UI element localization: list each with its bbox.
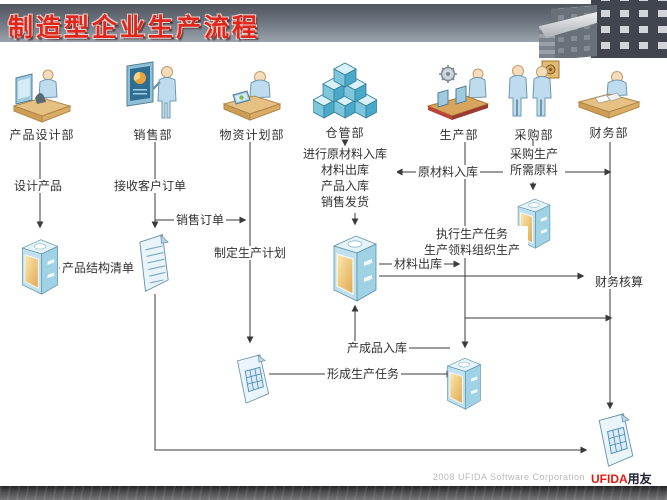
label-design-product: 设计产品 <box>12 179 65 193</box>
label-finished-product-in: 产成品入库 <box>345 341 410 355</box>
product-design-icon <box>12 69 72 123</box>
dept-label: 产品设计部 <box>9 128 75 142</box>
building-image-right <box>591 0 667 58</box>
dept-sales: 销售部 <box>111 60 195 143</box>
bottom-photo-strip <box>0 486 667 500</box>
label-form-task: 形成生产任务 <box>325 367 402 381</box>
sales-order-doc-icon <box>139 234 169 292</box>
dept-label: 物资计划部 <box>219 128 285 142</box>
building-photo <box>539 0 667 58</box>
purchasing-icon <box>508 60 560 117</box>
production-icon <box>426 65 490 120</box>
dept-label: 仓管部 <box>325 126 365 140</box>
dept-production: 生产部 <box>417 60 501 143</box>
production-plan-doc-icon <box>236 354 270 404</box>
label-sales-order: 销售订单 <box>174 213 227 227</box>
ufida-logo: UFIDA用友 <box>591 470 652 487</box>
sales-icon <box>126 61 177 119</box>
warehouse-box-icon <box>333 235 377 302</box>
ufida-logo-en: UFIDA <box>591 472 628 486</box>
dept-label: 生产部 <box>439 128 479 142</box>
warehouse-icon <box>313 62 377 119</box>
dept-warehouse: 仓管部 <box>303 60 387 141</box>
dept-label: 采购部 <box>514 128 554 142</box>
label-financial-accounting: 财务核算 <box>593 275 646 289</box>
finance-icon <box>577 71 641 119</box>
label-raw-material-in: 原材料入库 <box>416 165 481 179</box>
dept-finance: 财务部 <box>567 60 651 141</box>
page-title: 制造型企业生产流程 <box>8 14 261 42</box>
ufida-logo-cn: 用友 <box>627 472 652 486</box>
label-warehouse-operations: 进行原材料入库 材料出库 产品入库 销售发货 <box>293 146 397 210</box>
finance-doc-icon <box>598 413 634 467</box>
label-product-structure: 产品结构清单 <box>60 261 137 275</box>
label-production-plan: 制定生产计划 <box>212 246 289 260</box>
label-execute-task: 执行生产任务 生产领料组织生产 <box>416 226 528 258</box>
product-structure-box-icon <box>21 239 59 295</box>
material-planning-icon <box>222 71 282 121</box>
label-purchase-materials: 采购生产 所需原料 <box>503 146 565 178</box>
production-box-icon <box>447 357 481 410</box>
dept-material-planning: 物资计划部 <box>210 60 294 143</box>
label-receive-order: 接收客户订单 <box>112 179 189 193</box>
dept-label: 财务部 <box>589 126 629 140</box>
copyright-text: 2008 UFIDA Software Corporation <box>432 472 585 482</box>
dept-product-design: 产品设计部 <box>0 60 84 143</box>
label-material-out: 材料出库 <box>392 257 445 271</box>
dept-label: 销售部 <box>133 128 173 142</box>
dept-purchasing: 采购部 <box>492 60 576 143</box>
